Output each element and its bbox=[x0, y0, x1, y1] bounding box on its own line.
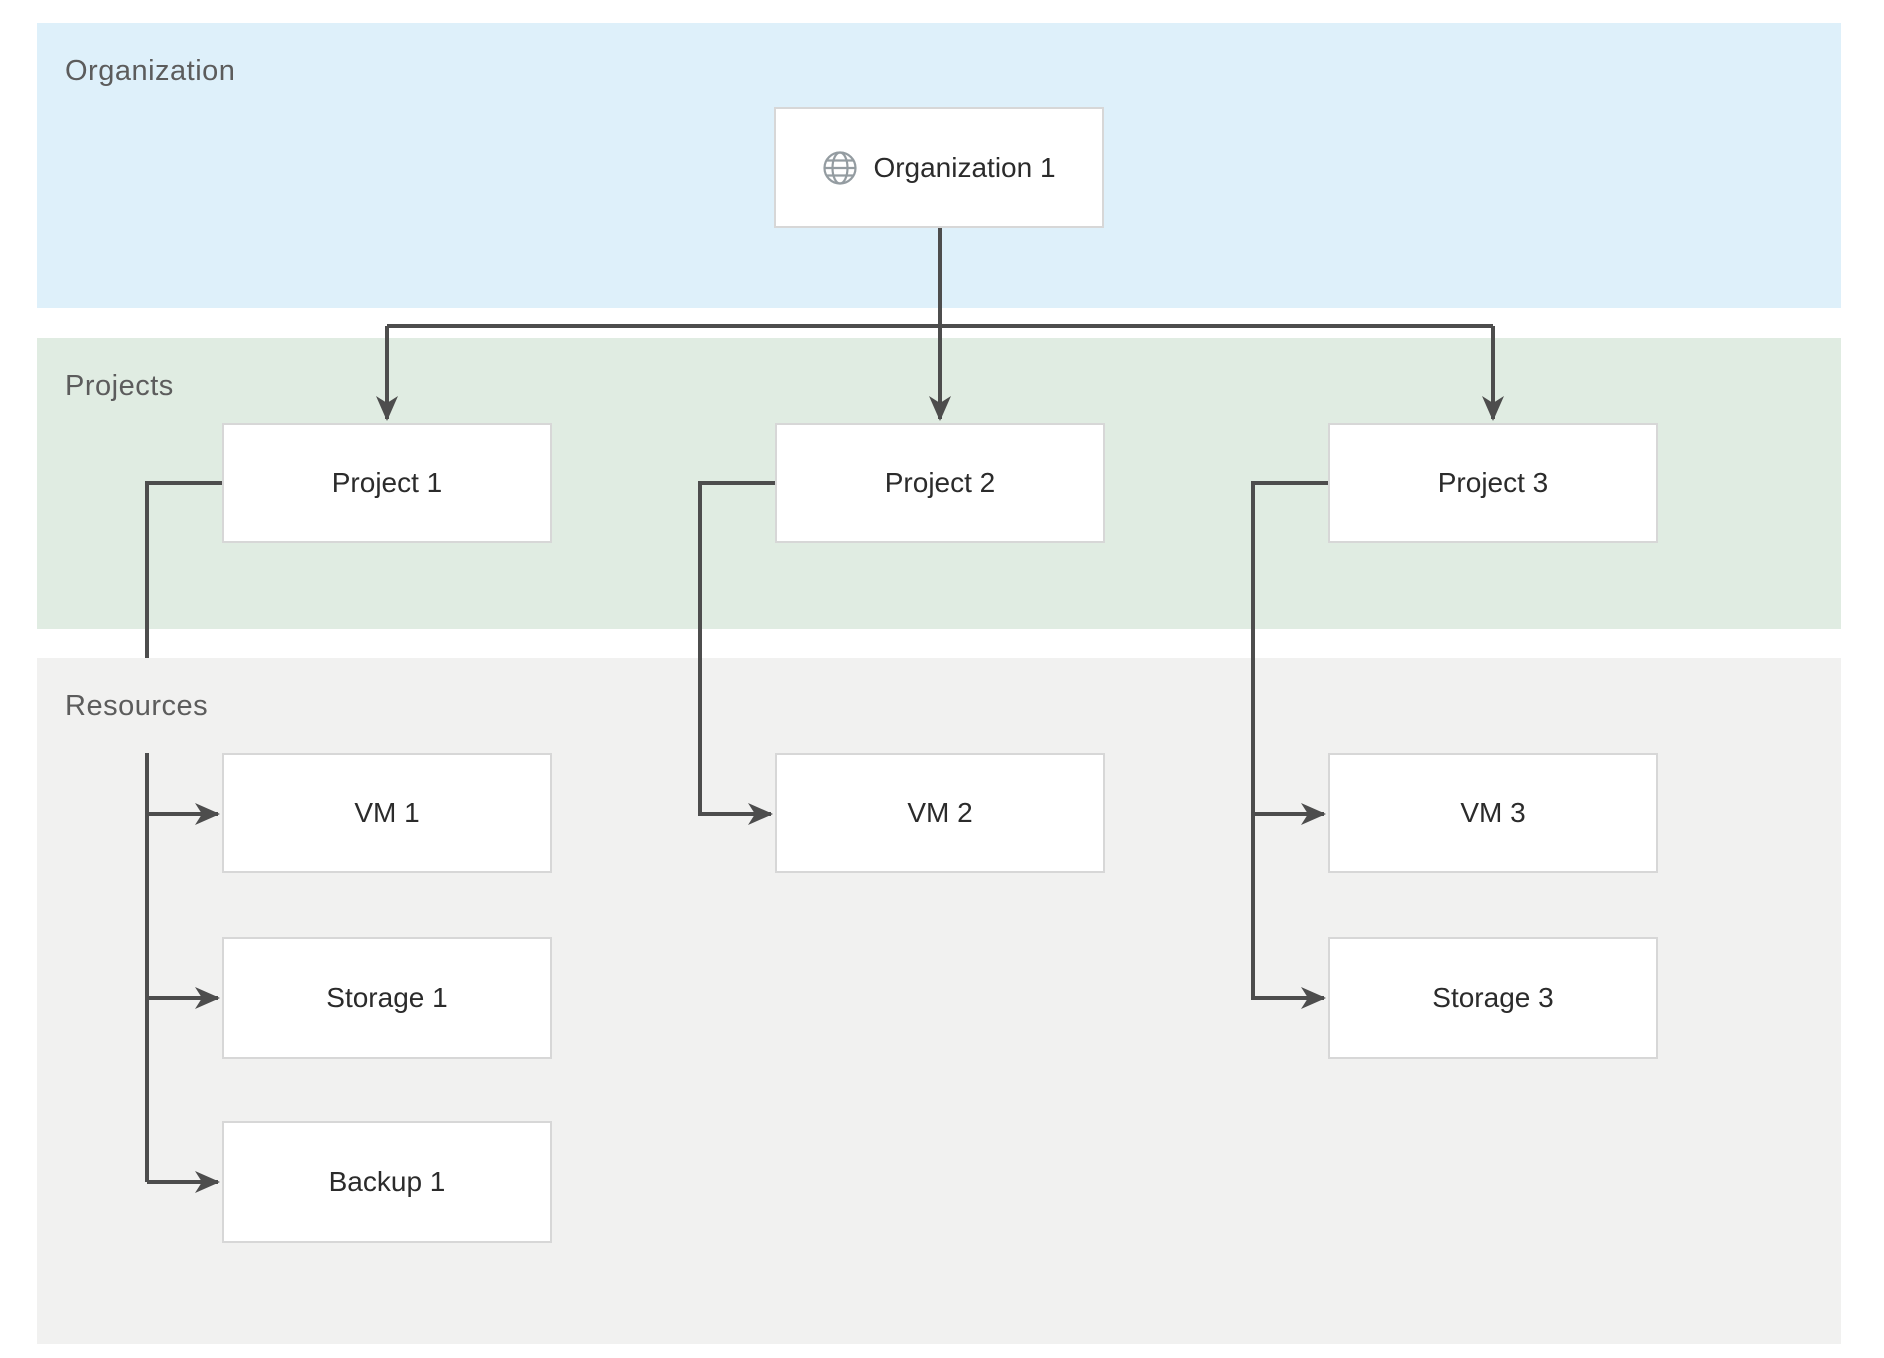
band-organization-label: Organization bbox=[65, 55, 236, 87]
node-vm-1: VM 1 bbox=[222, 753, 552, 873]
node-backup-1: Backup 1 bbox=[222, 1121, 552, 1243]
node-storage-1: Storage 1 bbox=[222, 937, 552, 1059]
node-project-3: Project 3 bbox=[1328, 423, 1658, 543]
band-resources-label: Resources bbox=[65, 690, 209, 722]
node-project-2-label: Project 2 bbox=[884, 467, 996, 498]
node-project-3-label: Project 3 bbox=[1437, 467, 1549, 498]
node-storage-3: Storage 3 bbox=[1328, 937, 1658, 1059]
node-storage-1-label: Storage 1 bbox=[326, 982, 448, 1013]
node-project-1: Project 1 bbox=[222, 423, 552, 543]
node-vm-2: VM 2 bbox=[775, 753, 1105, 873]
node-vm-3-label: VM 3 bbox=[1460, 797, 1526, 828]
node-project-1-label: Project 1 bbox=[331, 467, 443, 498]
globe-icon bbox=[822, 150, 858, 186]
node-backup-1-label: Backup 1 bbox=[328, 1166, 446, 1197]
node-vm-2-label: VM 2 bbox=[907, 797, 973, 828]
node-vm-1-label: VM 1 bbox=[354, 797, 420, 828]
band-projects-label: Projects bbox=[65, 370, 174, 402]
node-vm-3: VM 3 bbox=[1328, 753, 1658, 873]
node-project-2: Project 2 bbox=[775, 423, 1105, 543]
node-organization-1-label: Organization 1 bbox=[873, 151, 1056, 183]
node-storage-3-label: Storage 3 bbox=[1432, 982, 1554, 1013]
node-organization-1: Organization 1 bbox=[774, 107, 1104, 228]
